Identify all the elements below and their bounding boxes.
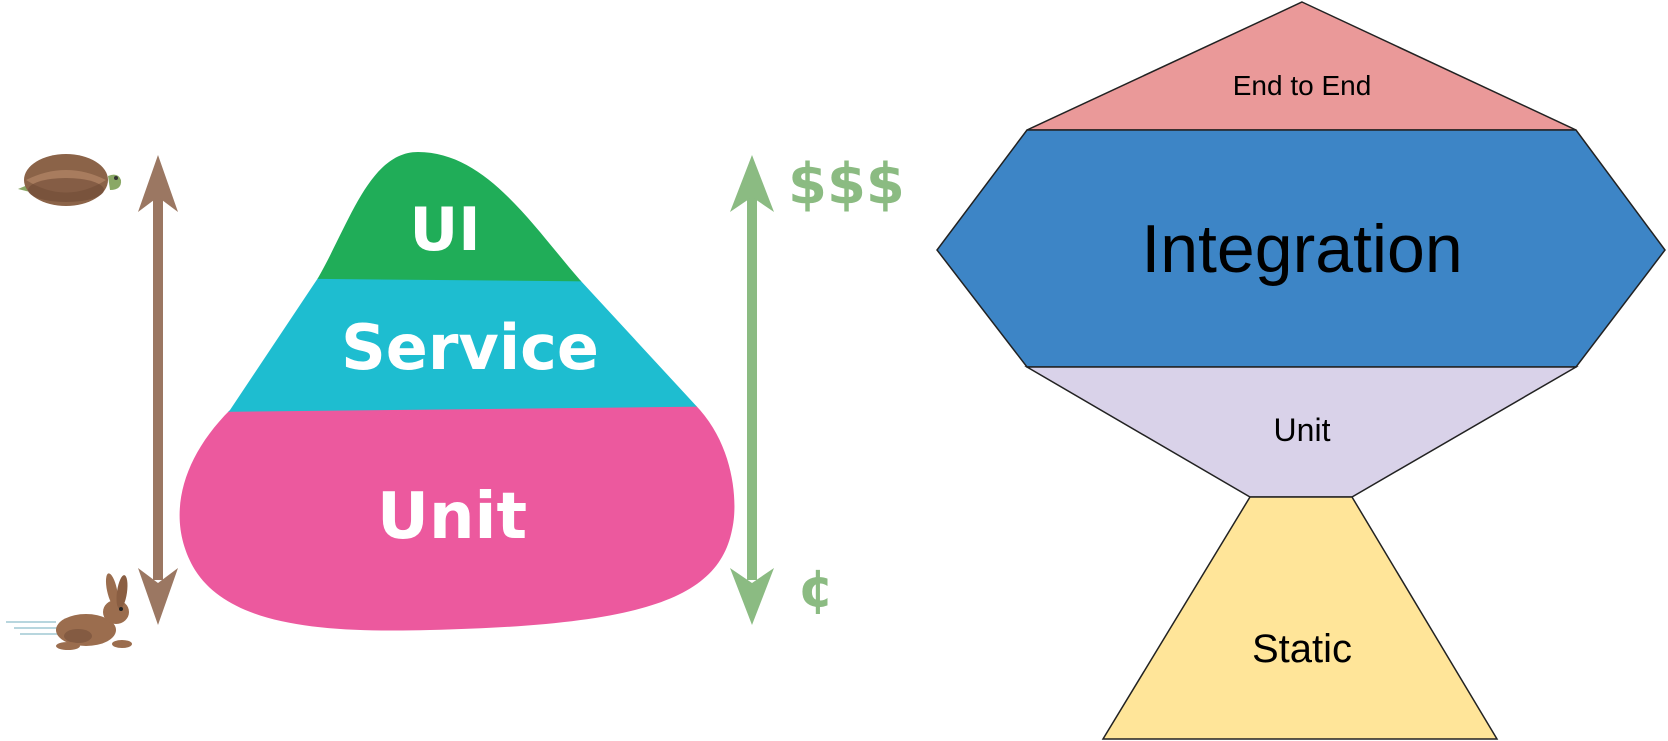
speed-axis-arrow [138,155,178,625]
trophy-label-end-to-end: End to End [1233,70,1372,101]
trophy-label-integration: Integration [1141,211,1462,287]
turtle-icon [18,154,122,206]
pyramid-label-service: Service [341,311,599,384]
pyramid-shape [179,152,735,631]
pyramid-label-ui: UI [409,195,480,265]
cost-axis-arrow [730,155,774,625]
rabbit-icon [6,573,132,650]
testing-trophy: End to End Integration Unit Static [936,1,1666,740]
trophy-layer-end-to-end [1026,1,1577,131]
trophy-label-static: Static [1252,627,1352,671]
test-pyramid: UI Service Unit $$$ ¢ [6,152,905,650]
trophy-layer-static [1101,496,1499,740]
trophy-label-unit: Unit [1274,412,1331,448]
cost-high-label: $$$ [788,152,905,217]
pyramid-label-unit: Unit [377,480,527,554]
cost-low-label: ¢ [798,559,834,619]
